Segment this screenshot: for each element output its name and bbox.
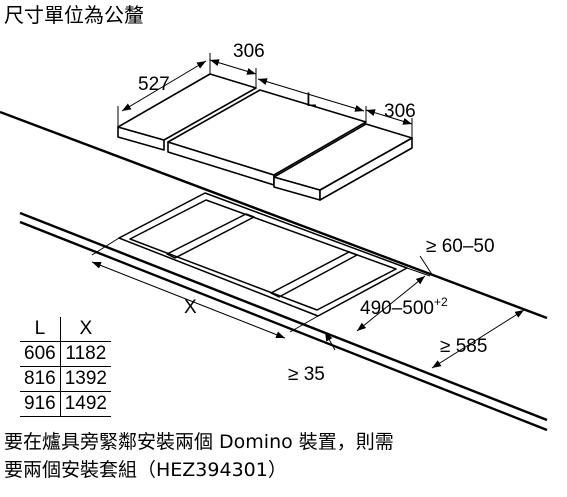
support-left bbox=[166, 213, 255, 259]
table-header-L: L bbox=[20, 317, 61, 342]
label-490-500-sup: +2 bbox=[434, 295, 448, 309]
table-cell-X: 1182 bbox=[60, 341, 111, 367]
table-cell-X: 1392 bbox=[60, 366, 111, 392]
dim-line-35 bbox=[324, 331, 336, 351]
table-row: 916 1492 bbox=[20, 391, 111, 417]
dim-line-X bbox=[91, 261, 286, 339]
dim-line-306-right bbox=[365, 109, 413, 125]
dim-line-490-500 bbox=[356, 275, 426, 332]
table-cell-X: 1492 bbox=[60, 391, 111, 417]
dim-line-60-50 bbox=[419, 255, 434, 277]
note-line-1: 要在爐具旁緊鄰安裝兩個 Domino 裝置，則需 bbox=[4, 431, 394, 453]
note-line-2: 要兩個安裝套組（HEZ394301） bbox=[4, 459, 287, 481]
support-right bbox=[270, 251, 358, 298]
label-306-right: 306 bbox=[384, 101, 416, 122]
dimension-lines bbox=[91, 53, 525, 369]
dim-line-585 bbox=[431, 309, 525, 369]
label-60-50: ≥ 60–50 bbox=[426, 236, 495, 257]
size-table: L X 606 1182 816 1392 916 1492 bbox=[20, 317, 111, 417]
label-X: X bbox=[184, 297, 197, 318]
installation-note: 要在爐具旁緊鄰安裝兩個 Domino 裝置，則需 要兩個安裝套組（HEZ3943… bbox=[4, 428, 564, 484]
table-cell-L: 916 bbox=[20, 391, 61, 417]
units-title: 尺寸單位為公釐 bbox=[4, 3, 144, 27]
table-cell-L: 606 bbox=[20, 341, 61, 367]
worktop-rear-edge bbox=[0, 110, 548, 320]
label-306-left: 306 bbox=[233, 41, 265, 62]
table-row: 816 1392 bbox=[20, 366, 111, 392]
label-35: ≥ 35 bbox=[288, 364, 325, 385]
label-L: L bbox=[306, 90, 317, 111]
label-490-500-main: 490–500 bbox=[360, 298, 434, 319]
table-cell-L: 816 bbox=[20, 366, 61, 392]
table-header-X: X bbox=[79, 318, 93, 339]
label-527: 527 bbox=[138, 74, 170, 95]
table-row: 606 1182 bbox=[20, 341, 111, 367]
label-490-500: 490–500+2 bbox=[360, 295, 448, 319]
dim-line-L bbox=[257, 78, 365, 112]
dim-line-306-left bbox=[209, 59, 257, 75]
dim-line-527 bbox=[121, 60, 207, 112]
label-585: ≥ 585 bbox=[440, 336, 487, 357]
